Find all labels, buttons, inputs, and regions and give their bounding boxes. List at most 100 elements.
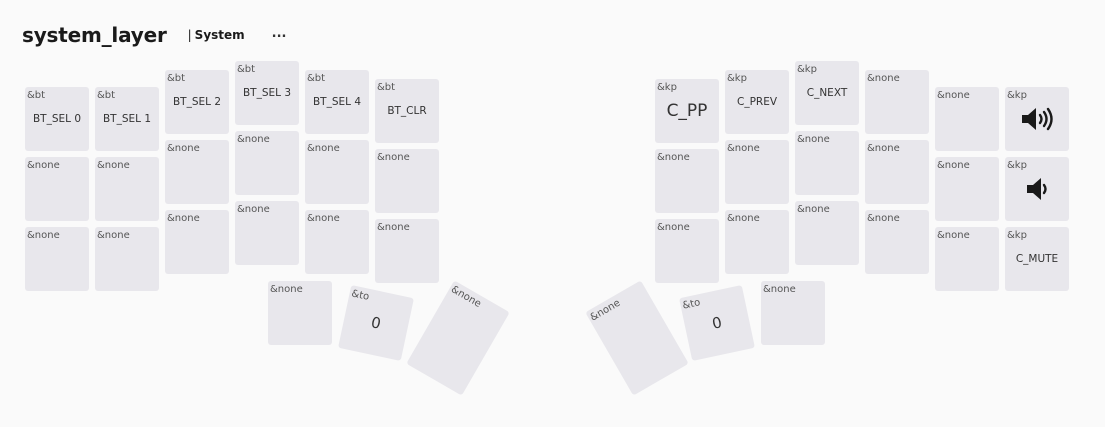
key-none-thumb-tall[interactable]: &none: [585, 280, 689, 396]
key-bt-sel-1[interactable]: &bt BT_SEL 1: [95, 87, 159, 151]
key-to-layer-0[interactable]: &to 0: [338, 285, 414, 361]
key-none[interactable]: &none: [865, 210, 929, 274]
key-binding: &to: [350, 288, 371, 303]
key-none[interactable]: &none: [235, 201, 299, 265]
key-bt-sel-2[interactable]: &bt BT_SEL 2: [165, 70, 229, 134]
key-param: BT_SEL 4: [312, 96, 362, 108]
key-binding: &none: [937, 160, 970, 171]
volume-up-icon: [1022, 107, 1053, 131]
key-binding: &none: [167, 143, 200, 154]
tag-divider: |: [187, 28, 192, 42]
key-param: BT_SEL 3: [242, 87, 292, 99]
key-none[interactable]: &none: [865, 70, 929, 134]
key-none[interactable]: &none: [935, 227, 999, 291]
key-binding: &none: [97, 160, 130, 171]
key-bt-sel-0[interactable]: &bt BT_SEL 0: [25, 87, 89, 151]
key-c-prev[interactable]: &kp C_PREV: [725, 70, 789, 134]
key-binding: &none: [377, 152, 410, 163]
key-binding: &bt: [307, 73, 326, 84]
key-binding: &none: [867, 73, 900, 84]
key-binding: &none: [377, 222, 410, 233]
key-binding: &none: [97, 230, 130, 241]
key-none[interactable]: &none: [795, 131, 859, 195]
key-binding: &kp: [727, 73, 747, 84]
key-param: 0: [369, 313, 383, 333]
key-none[interactable]: &none: [865, 140, 929, 204]
more-options-button[interactable]: ...: [271, 25, 287, 41]
key-binding: &bt: [167, 73, 186, 84]
key-param: C_NEXT: [806, 87, 848, 99]
key-binding: &bt: [237, 64, 256, 75]
key-param: BT_SEL 1: [102, 113, 152, 125]
key-binding: &bt: [97, 90, 116, 101]
key-binding: &none: [27, 230, 60, 241]
key-binding: &bt: [377, 82, 396, 93]
volume-down-icon: [1027, 178, 1047, 200]
key-binding: &none: [237, 134, 270, 145]
key-none-thumb-tall[interactable]: &none: [406, 280, 510, 396]
key-none[interactable]: &none: [375, 219, 439, 283]
key-none[interactable]: &none: [235, 131, 299, 195]
key-none[interactable]: &none: [305, 140, 369, 204]
key-binding: &none: [237, 204, 270, 215]
key-binding: &none: [307, 143, 340, 154]
layer-header: system_layer |System ...: [22, 23, 287, 47]
key-param: C_MUTE: [1015, 253, 1059, 265]
layer-tag-label: System: [194, 28, 245, 42]
key-binding: &none: [867, 143, 900, 154]
key-param: BT_SEL 0: [32, 113, 82, 125]
key-binding: &none: [307, 213, 340, 224]
key-none[interactable]: &none: [725, 210, 789, 274]
key-binding: &kp: [657, 82, 677, 93]
key-bt-clr[interactable]: &bt BT_CLR: [375, 79, 439, 143]
key-binding: &none: [763, 284, 796, 295]
key-none[interactable]: &none: [935, 87, 999, 151]
key-binding: &bt: [27, 90, 46, 101]
key-binding: &kp: [1007, 230, 1027, 241]
key-bt-sel-4[interactable]: &bt BT_SEL 4: [305, 70, 369, 134]
key-volume-down[interactable]: &kp: [1005, 157, 1069, 221]
key-binding: &none: [797, 134, 830, 145]
key-binding: &none: [937, 230, 970, 241]
key-none-thumb[interactable]: &none: [761, 281, 825, 345]
key-none[interactable]: &none: [25, 227, 89, 291]
key-none[interactable]: &none: [375, 149, 439, 213]
key-param: C_PP: [666, 101, 708, 121]
key-param: BT_SEL 2: [172, 96, 222, 108]
key-bt-sel-3[interactable]: &bt BT_SEL 3: [235, 61, 299, 125]
layer-name[interactable]: system_layer: [22, 23, 167, 47]
key-binding: &none: [449, 284, 483, 310]
key-binding: &none: [167, 213, 200, 224]
key-binding: &none: [727, 143, 760, 154]
key-none[interactable]: &none: [935, 157, 999, 221]
key-none-thumb[interactable]: &none: [268, 281, 332, 345]
key-binding: &none: [867, 213, 900, 224]
key-none[interactable]: &none: [305, 210, 369, 274]
key-binding: &kp: [797, 64, 817, 75]
key-binding: &none: [657, 222, 690, 233]
key-none[interactable]: &none: [725, 140, 789, 204]
key-binding: &kp: [1007, 90, 1027, 101]
key-binding: &none: [27, 160, 60, 171]
key-param: C_PREV: [736, 96, 778, 108]
key-param: BT_CLR: [387, 105, 427, 117]
key-param: 0: [710, 313, 724, 333]
key-none[interactable]: &none: [25, 157, 89, 221]
key-none[interactable]: &none: [95, 157, 159, 221]
key-binding: &none: [937, 90, 970, 101]
key-c-pp[interactable]: &kp C_PP: [655, 79, 719, 143]
key-binding: &none: [270, 284, 303, 295]
layer-tag[interactable]: |System: [188, 28, 245, 42]
key-none[interactable]: &none: [165, 140, 229, 204]
key-volume-up[interactable]: &kp: [1005, 87, 1069, 151]
key-binding: &kp: [1007, 160, 1027, 171]
key-c-next[interactable]: &kp C_NEXT: [795, 61, 859, 125]
key-none[interactable]: &none: [165, 210, 229, 274]
key-none[interactable]: &none: [95, 227, 159, 291]
key-to-layer-0[interactable]: &to 0: [679, 285, 755, 361]
key-none[interactable]: &none: [655, 149, 719, 213]
key-none[interactable]: &none: [655, 219, 719, 283]
key-none[interactable]: &none: [795, 201, 859, 265]
key-c-mute[interactable]: &kp C_MUTE: [1005, 227, 1069, 291]
key-binding: &none: [657, 152, 690, 163]
